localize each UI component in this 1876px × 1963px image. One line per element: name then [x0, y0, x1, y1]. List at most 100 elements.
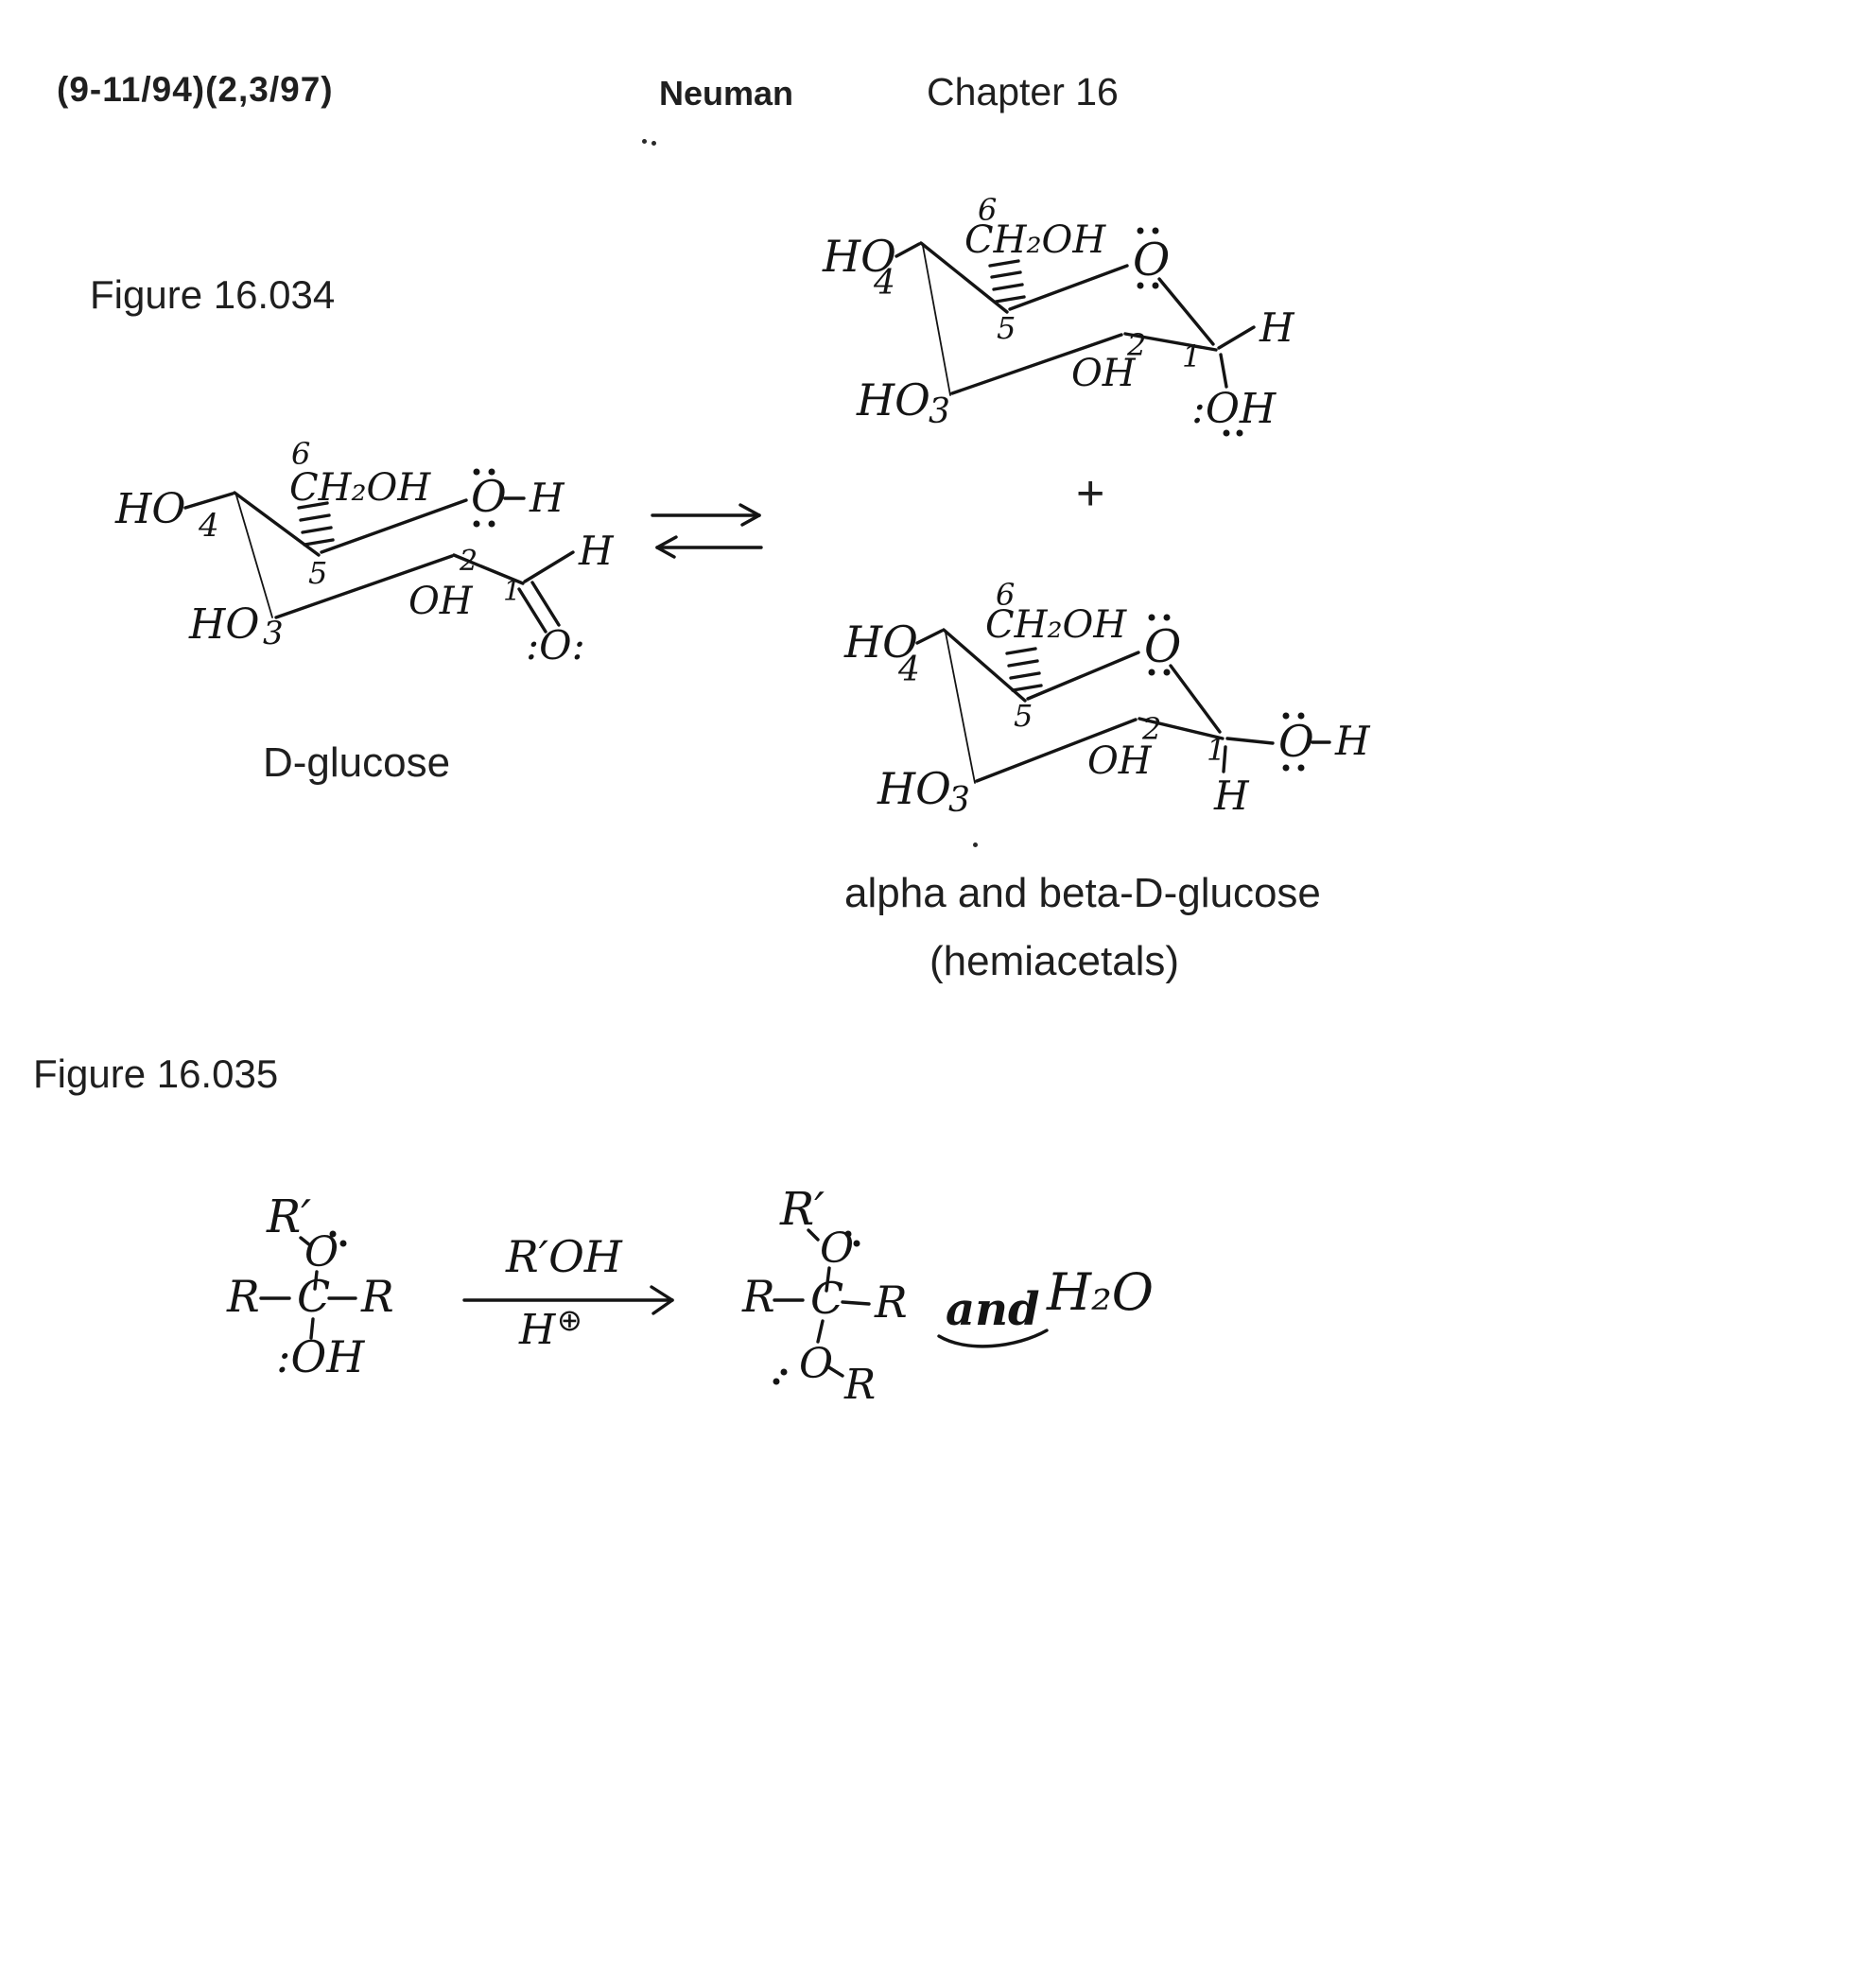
glucose-open-lone-pairs	[473, 468, 495, 528]
bond-c3-c2	[274, 554, 454, 619]
stray-mark	[642, 139, 647, 144]
plus-sign: +	[1076, 466, 1105, 521]
label-r-right: R	[360, 1271, 394, 1322]
hemiacetal-structure: R′ O R C R :OH	[226, 1190, 394, 1382]
bond-c4-c3	[945, 632, 976, 784]
bond-c1-h	[1217, 325, 1256, 350]
label-r-prime: R′	[779, 1183, 825, 1236]
label-h1: H	[1259, 304, 1295, 351]
bond-ring-o-c1	[1157, 277, 1215, 346]
label-c6: CH₂OH	[985, 603, 1127, 647]
header-chapter: Chapter 16	[927, 70, 1119, 113]
bond-o-c	[313, 1270, 319, 1291]
label-c6: CH₂OH	[964, 218, 1106, 262]
bond-c4-c3	[922, 245, 951, 396]
label-r-right: R	[874, 1277, 908, 1328]
stray-mark	[651, 141, 656, 146]
bond-c3-c2	[975, 718, 1138, 783]
label-acid-h: H	[518, 1306, 557, 1354]
products-caption-line1: alpha and beta-D-glucose	[844, 870, 1321, 916]
bond-c5-ring-o	[1026, 651, 1140, 701]
label-n1: 1	[503, 575, 521, 608]
alpha-lone-pairs	[1148, 614, 1305, 772]
label-c6: CH₂OH	[289, 466, 431, 510]
beta-lone-pairs	[1137, 227, 1243, 437]
label-ring-o: O	[1133, 234, 1170, 287]
acetal-bonds	[773, 1228, 871, 1378]
double-bond-c1-o-b	[530, 581, 561, 627]
wedge-hash-c5-c6	[297, 501, 335, 547]
acetal-lone-pairs	[773, 1230, 860, 1385]
bond-c1-h	[523, 550, 575, 583]
label-oh2: OH	[1087, 739, 1153, 783]
label-n2: 2	[1141, 711, 1161, 747]
label-n1: 1	[1207, 732, 1225, 768]
label-r-prime: R′	[266, 1190, 311, 1243]
bond-c5-ring-o	[1008, 264, 1129, 311]
bond-o-r	[825, 1364, 844, 1378]
label-n2: 2	[459, 545, 478, 578]
beta-bonds	[895, 241, 1256, 396]
label-h1: H	[1213, 773, 1250, 819]
bond-c1-oh	[1219, 353, 1228, 389]
bond-c2-c1	[1123, 332, 1218, 352]
bond-ho4-c4	[183, 492, 234, 510]
bond-ring-o-c1	[1169, 664, 1222, 734]
stray-mark	[973, 843, 978, 847]
bond-ho4-c4	[895, 242, 921, 258]
header-date-code: (9-11/94)(2,3/97)	[57, 70, 334, 109]
bond-c4-c5	[919, 241, 1009, 314]
label-ho4: HO	[114, 485, 185, 533]
bond-c-o	[816, 1319, 825, 1344]
label-ho3: HO	[856, 374, 930, 426]
label-anomeric-oh: :OH	[1191, 385, 1277, 433]
bond-rprime-o	[299, 1236, 312, 1247]
label-water: H₂O	[1046, 1262, 1154, 1322]
header-author: Neuman	[659, 74, 794, 113]
label-o-bottom: O	[799, 1340, 833, 1388]
beta-glucose-structure: HO 4 6 CH₂OH 5 O HO 3 OH 2 1 H :OH	[822, 192, 1295, 437]
label-n4: 4	[873, 264, 895, 303]
label-aldehyde-o: :O:	[526, 622, 585, 669]
bond-c2-c1	[1138, 717, 1225, 740]
glucose-open-bonds	[183, 491, 575, 634]
reaction-arrow	[462, 1285, 674, 1315]
label-n6: 6	[978, 192, 997, 228]
bond-rprime-o	[807, 1228, 820, 1242]
label-n6: 6	[996, 577, 1015, 613]
figure1-label: Figure 16.034	[90, 272, 336, 317]
label-ho3: HO	[188, 600, 259, 649]
acetal-structure: R′ O R C R O R and H₂O	[741, 1183, 1154, 1409]
label-oh-bottom: :OH	[276, 1331, 365, 1382]
label-n5: 5	[1014, 698, 1033, 734]
label-n3: 3	[263, 615, 284, 652]
alpha-bonds	[915, 628, 1331, 784]
label-ho3: HO	[877, 763, 951, 814]
hemiacetal-lone-pairs	[329, 1230, 347, 1247]
label-ring-o: O	[1144, 620, 1181, 673]
label-n5: 5	[997, 310, 1016, 346]
wedge-hash-c5-c6	[988, 259, 1026, 304]
label-anomeric-o: O	[1278, 716, 1314, 767]
reverse-arrow	[655, 535, 763, 559]
bond-c4-c3	[235, 495, 273, 618]
label-ho4: HO	[822, 231, 896, 282]
label-r-left: R	[741, 1271, 775, 1322]
dglucose-label: D-glucose	[263, 739, 451, 786]
label-o-top: O	[304, 1228, 339, 1277]
bond-c4-c5	[942, 628, 1027, 703]
bond-ho4-c4	[915, 629, 944, 645]
label-h1: H	[578, 528, 615, 574]
label-n1: 1	[1182, 339, 1201, 374]
hemiacetal-bonds	[259, 1236, 357, 1340]
label-n3: 3	[929, 392, 950, 431]
bond-c1-o	[1225, 737, 1275, 745]
label-n5: 5	[308, 555, 327, 591]
label-n6: 6	[291, 436, 310, 472]
bond-c5-o5	[320, 498, 468, 554]
glucose-open-chain-structure: HO 4 6 CH₂OH 5 O H HO 3 OH 2 1 H :O:	[114, 436, 615, 669]
double-bond-c1-o-a	[517, 587, 547, 634]
figure2-label: Figure 16.035	[33, 1051, 279, 1096]
bond-c-oh	[309, 1317, 315, 1340]
